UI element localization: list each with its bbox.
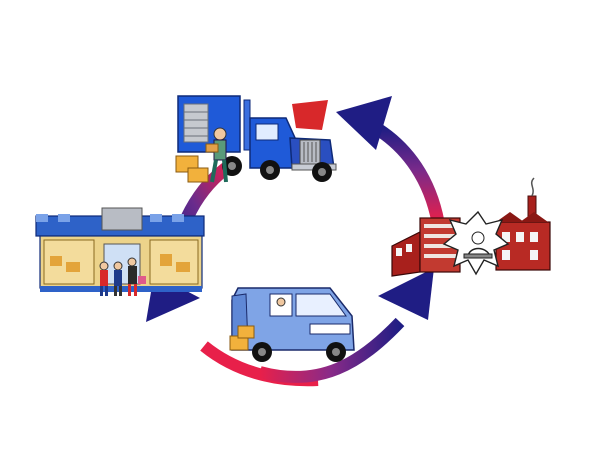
arrow-van-to-factory (378, 268, 434, 320)
arrow-store-to-van (200, 317, 405, 387)
delivery-van-icon (229, 287, 355, 362)
factory-icon (391, 177, 551, 277)
semi-truck-icon (175, 95, 337, 183)
retail-store-icon (35, 207, 205, 296)
arrow-factory-to-truck (336, 96, 445, 224)
